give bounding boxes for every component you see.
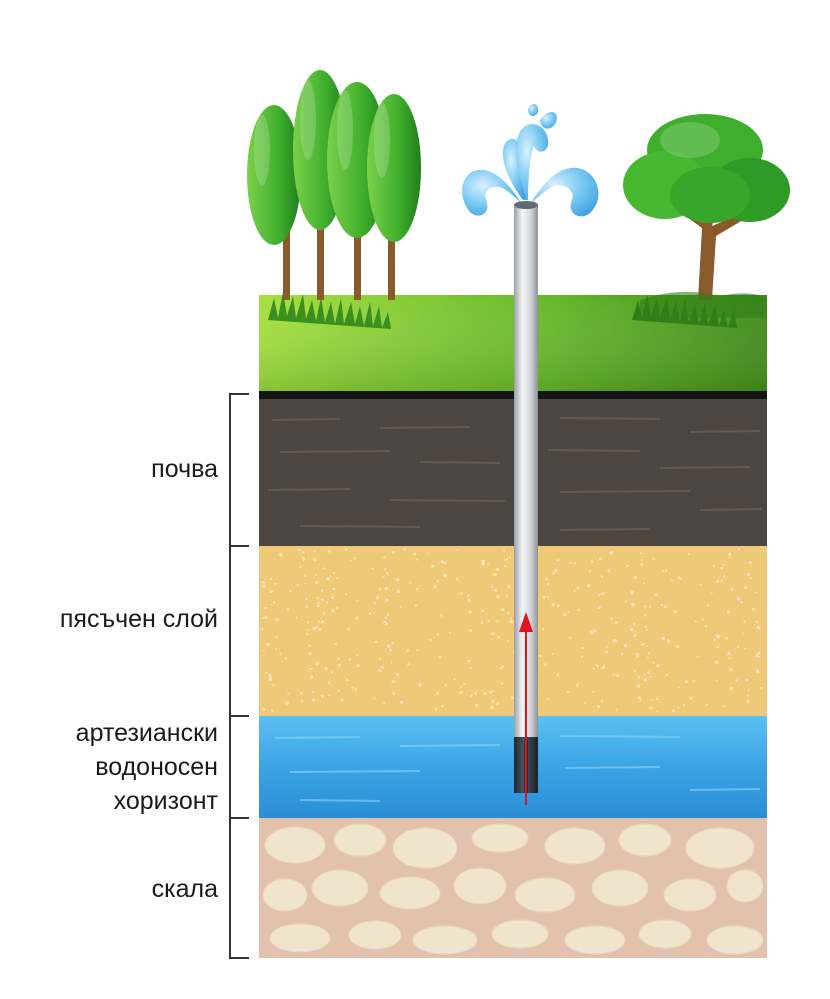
sand-bracket <box>229 545 249 717</box>
soil-bracket <box>229 393 249 547</box>
label-aquifer-line: хоризонт <box>113 787 218 815</box>
rock-bracket <box>229 817 249 959</box>
tree-icon <box>247 70 421 300</box>
label-soil: почва <box>151 455 218 483</box>
label-aquifer-line: артезиански <box>75 719 218 747</box>
tree-icon <box>623 114 790 318</box>
rock-layer <box>259 818 767 958</box>
layer-brackets <box>229 393 249 959</box>
label-aquifer: артезиански водоносен хоризонт <box>76 716 218 818</box>
flow-arrow-icon <box>519 612 533 805</box>
well-pipe <box>514 201 538 793</box>
fountain-icon <box>462 104 599 217</box>
label-rock: скала <box>151 875 218 903</box>
label-sand: пясъчен слой <box>59 605 218 633</box>
label-aquifer-line: водоносен <box>95 753 218 781</box>
soil-layer <box>259 391 767 546</box>
sand-layer <box>259 546 767 716</box>
aquifer-layer <box>259 716 767 818</box>
aquifer-bracket <box>229 715 249 819</box>
